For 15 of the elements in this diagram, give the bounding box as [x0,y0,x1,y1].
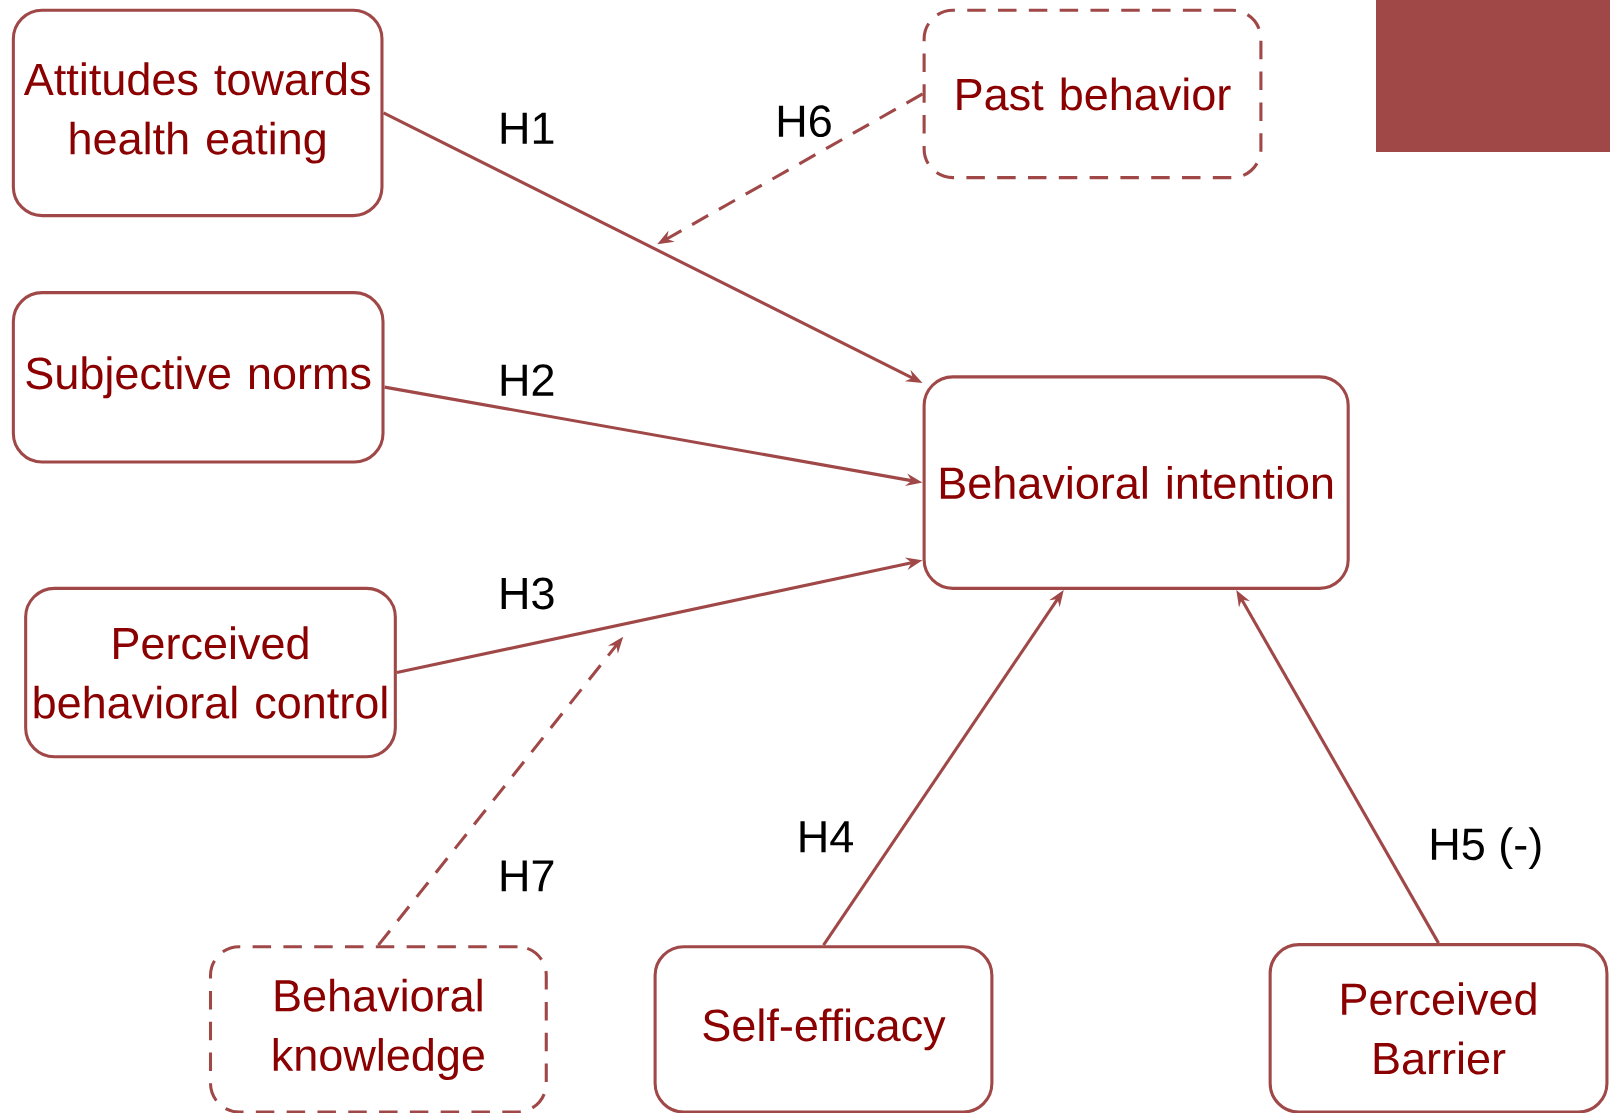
concept-box: Attitudes towards health eating [11,8,384,218]
edge-label: H2 [501,364,554,396]
concept-box: Behavioral intention [922,375,1350,590]
edge-label: H7 [501,860,554,892]
concept-box: Self-efficacy [653,945,994,1113]
edge-label: H4 [800,821,853,853]
edge-label: H5 (-) [1431,827,1541,870]
edge-label: H3 [501,577,554,610]
edge-label: H6 [778,105,831,138]
concept-box: Subjective norms [11,291,385,464]
edge-label: H1 [501,112,554,144]
concept-box: Past behavior [922,8,1263,180]
concept-box: Perceived behavioral control [24,586,397,759]
concept-box: Perceived Barrier [1268,943,1609,1113]
concept-box: Behavioral knowledge [208,945,548,1113]
